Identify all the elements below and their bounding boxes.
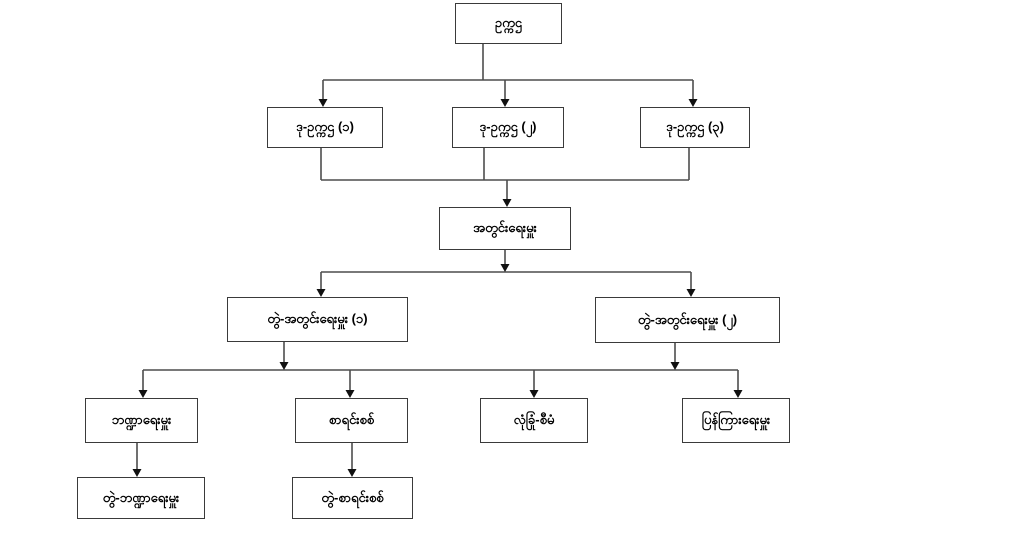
node-vice-chairman-2: ဒု-ဥက္ကဌ (၂) <box>452 107 564 148</box>
node-joint-secretary-1: တွဲ-အတွင်းရေးမှူး (၁) <box>227 297 408 342</box>
arrowhead-treasurer <box>138 390 148 398</box>
node-joint-secretary-2: တွဲ-အတွင်းရေးမှူး (၂) <box>595 297 780 343</box>
node-secretary: အတွင်းရေးမှူး <box>439 207 571 250</box>
node-information-officer: ပြန်ကြားရေးမှူး <box>682 398 790 443</box>
arrowhead-vice3 <box>688 99 698 107</box>
node-vice-chairman-3: ဒု-ဥက္ကဌ (၃) <box>640 107 750 148</box>
arrowhead-rail4-right <box>670 362 680 370</box>
arrowhead-jointsec1 <box>316 289 326 297</box>
arrowhead-jointsec2 <box>686 289 696 297</box>
node-treasurer: ဘဏ္ဍာရေးမှူး <box>85 398 198 443</box>
arrowhead-vice2 <box>500 99 510 107</box>
arrowhead-auditor <box>345 390 355 398</box>
node-vice-chairman-1: ဒု-ဥက္ကဌ (၁) <box>267 107 383 148</box>
arrowhead-rail3 <box>500 264 510 272</box>
node-joint-treasurer: တွဲ-ဘဏ္ဍာရေးမှူး <box>77 477 205 519</box>
arrowhead-vice1 <box>318 99 328 107</box>
node-auditor: စာရင်းစစ် <box>295 398 408 443</box>
node-chairman: ဥက္ကဌ <box>455 3 562 44</box>
arrowhead-information <box>733 390 743 398</box>
arrowhead-secretary <box>502 199 512 207</box>
arrowhead-rail4-left <box>279 362 289 370</box>
arrowhead-security <box>529 390 539 398</box>
node-joint-auditor: တွဲ-စာရင်းစစ် <box>292 477 413 519</box>
node-security-admin: လုံခြုံ-စီမံ <box>480 398 588 443</box>
arrowhead-jointauditor <box>347 469 357 477</box>
arrowhead-jointtreasurer <box>132 469 142 477</box>
